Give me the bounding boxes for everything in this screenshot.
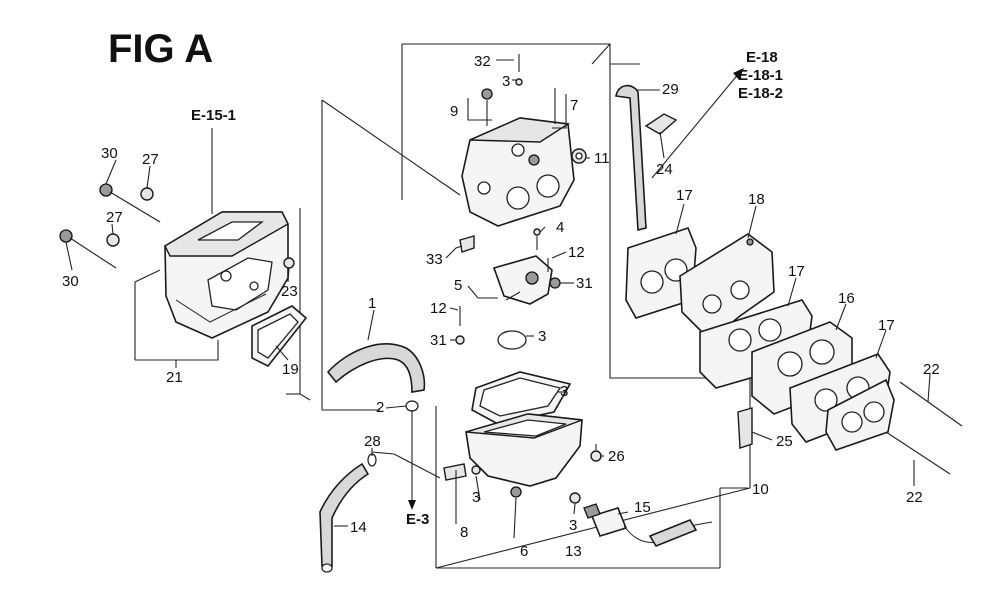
fuel-solenoid-15	[583, 503, 713, 547]
callout-9: 9	[450, 103, 458, 120]
washer-13	[569, 492, 581, 504]
callout-26: 26	[608, 448, 625, 465]
callout-12: 12	[430, 300, 447, 317]
callout-3: 3	[569, 517, 577, 534]
callout-23: 23	[281, 283, 298, 300]
studs-22	[885, 381, 963, 475]
callout-16: 16	[838, 290, 855, 307]
callout-27: 27	[106, 209, 123, 226]
breather-hose-1	[326, 343, 426, 393]
callout-3: 3	[560, 383, 568, 400]
callout-6: 6	[520, 543, 528, 560]
callout-22: 22	[906, 489, 923, 506]
callout-29: 29	[662, 81, 679, 98]
carb-small-parts	[481, 54, 587, 164]
tube-29	[615, 84, 647, 232]
callout-31: 31	[576, 275, 593, 292]
ref-e15-1: E-15-1	[191, 107, 236, 124]
callout-24: 24	[656, 161, 673, 178]
callout-17: 17	[878, 317, 895, 334]
screw-33	[459, 235, 475, 253]
callout-21: 21	[166, 369, 183, 386]
air-intake-housing	[164, 211, 289, 339]
drain-screw-8	[443, 463, 467, 481]
callout-30: 30	[101, 145, 118, 162]
nut-23	[283, 257, 295, 269]
leader-lines	[65, 59, 931, 539]
ref-e18-1: E-18-1	[738, 67, 783, 84]
callout-17: 17	[788, 263, 805, 280]
plate-18	[679, 233, 775, 342]
callout-22: 22	[923, 361, 940, 378]
ref-e18-2: E-18-2	[738, 85, 783, 102]
callout-13: 13	[565, 543, 582, 560]
callout-18: 18	[748, 191, 765, 208]
callout-3: 3	[472, 489, 480, 506]
drain-hose-14	[319, 462, 370, 567]
callout-12: 12	[568, 244, 585, 261]
float-bowl-6	[465, 413, 583, 498]
callout-28: 28	[364, 433, 381, 450]
clip-25	[737, 407, 753, 449]
callout-30: 30	[62, 273, 79, 290]
clip-24	[644, 113, 678, 135]
callout-11: 11	[594, 150, 610, 167]
callout-19: 19	[282, 361, 299, 378]
callout-32: 32	[474, 53, 491, 70]
screw-26	[590, 450, 602, 462]
ref-e18: E-18	[746, 49, 778, 66]
callout-10: 10	[752, 481, 769, 498]
lever-assembly-5	[492, 228, 561, 305]
callout-27: 27	[142, 151, 159, 168]
gasket-17-d	[825, 378, 895, 451]
callout-8: 8	[460, 524, 468, 541]
callout-25: 25	[776, 433, 793, 450]
clip-2	[405, 400, 419, 412]
callout-3: 3	[502, 73, 510, 90]
callout-4: 4	[556, 219, 564, 236]
callout-14: 14	[350, 519, 367, 536]
group-outlines	[134, 43, 751, 569]
callout-15: 15	[634, 499, 651, 516]
ref-e3: E-3	[406, 511, 429, 528]
callout-2: 2	[376, 399, 384, 416]
figure-title: FIG A	[108, 27, 213, 71]
callout-5: 5	[454, 277, 462, 294]
callout-numbers: 30 27 27 30 23 19 21 1 2 28 14 32 3 9 7 …	[62, 53, 940, 560]
callout-3: 3	[538, 328, 546, 345]
callout-7: 7	[570, 97, 578, 114]
o-ring-3	[497, 330, 527, 350]
callout-17: 17	[676, 187, 693, 204]
carburetor-body	[461, 117, 575, 227]
callout-31: 31	[430, 332, 447, 349]
callout-1: 1	[368, 295, 376, 312]
callout-33: 33	[426, 251, 443, 268]
